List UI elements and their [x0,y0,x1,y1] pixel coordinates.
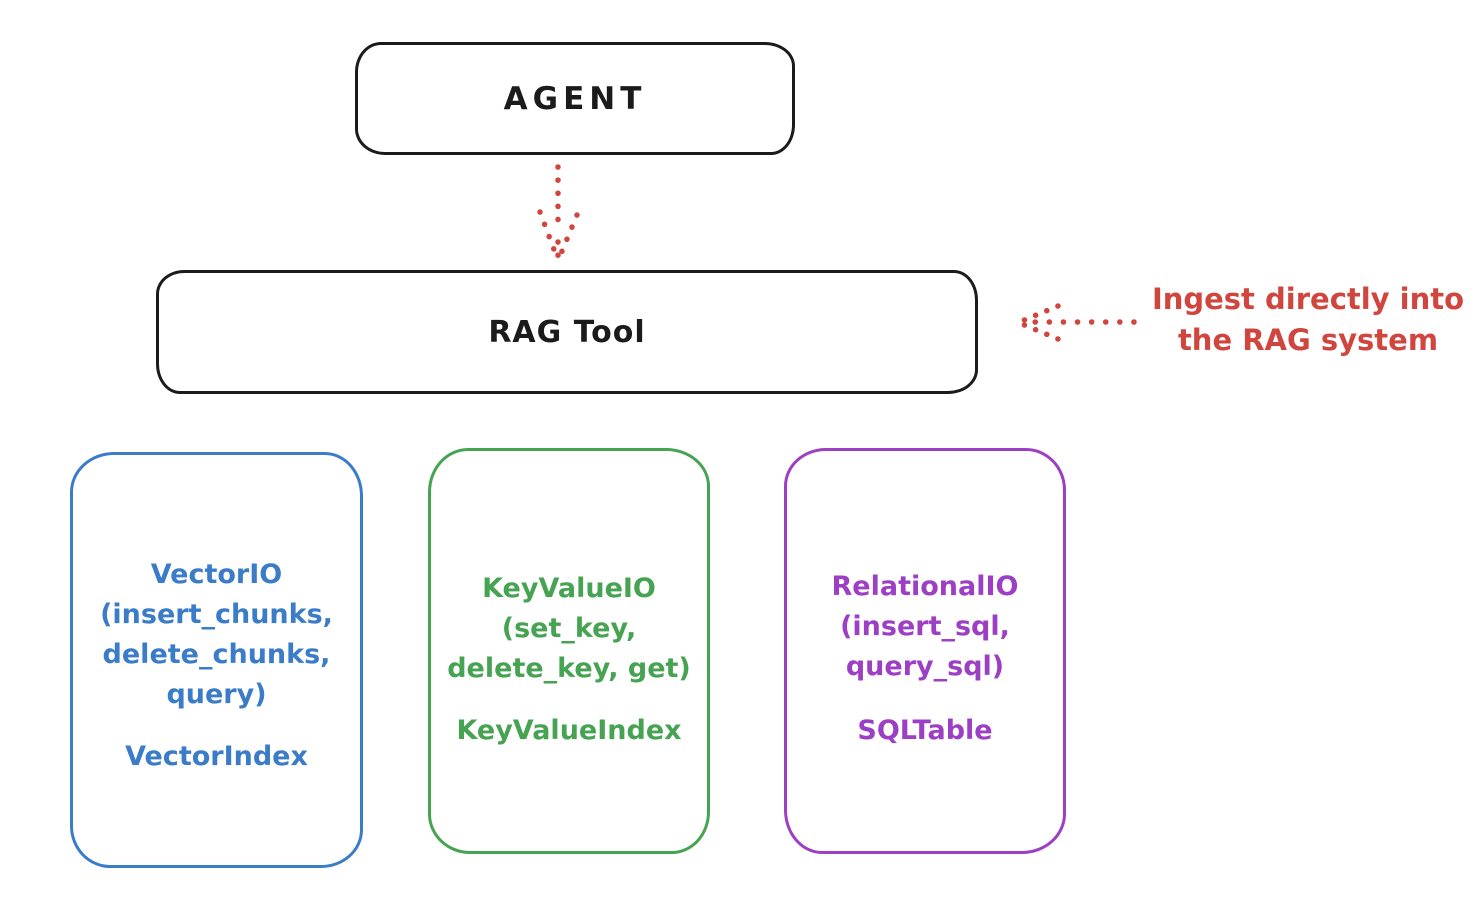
relational-io-method-line: query_sql) [845,651,1005,682]
ingest-annotation-line2: the RAG system [1177,323,1439,357]
keyvalue-index-label: KeyValueIndex [456,715,682,746]
ingest-annotation: Ingest directly into the RAG system [1138,279,1478,361]
vector-io-node-text: VectorIO (insert_chunks, delete_chunks, … [100,555,333,715]
vector-index-label: VectorIndex [125,741,308,772]
ingest-annotation-line1: Ingest directly into [1151,282,1465,316]
rag-tool-node: RAG Tool [156,270,978,394]
ingest-annotation-arrow-icon [1019,303,1137,342]
agent-to-ragtool-arrow-icon [537,164,580,261]
keyvalue-io-node-text: KeyValueIO (set_key, delete_key, get) [447,569,691,689]
sql-table-label: SQLTable [857,715,993,746]
relational-io-method-line: (insert_sql, [840,611,1010,642]
vector-io-title: VectorIO [150,559,283,590]
keyvalue-io-title: KeyValueIO [482,573,656,604]
vector-io-method-line: (insert_chunks, [100,599,333,630]
rag-tool-node-label: RAG Tool [488,314,646,350]
relational-io-node-text: RelationalIO (insert_sql, query_sql) [832,567,1019,687]
keyvalue-io-method-line: delete_key, get) [447,653,691,684]
keyvalue-io-node: KeyValueIO (set_key, delete_key, get) Ke… [428,448,710,854]
vector-io-method-line: delete_chunks, [102,639,331,670]
relational-io-title: RelationalIO [831,571,1019,602]
vector-io-method-line: query) [166,679,267,710]
keyvalue-io-method-line: (set_key, [501,613,637,644]
agent-node-label: AGENT [503,80,647,117]
vector-io-node: VectorIO (insert_chunks, delete_chunks, … [70,452,363,868]
relational-io-node: RelationalIO (insert_sql, query_sql) SQL… [784,448,1066,854]
agent-node: AGENT [355,42,795,155]
